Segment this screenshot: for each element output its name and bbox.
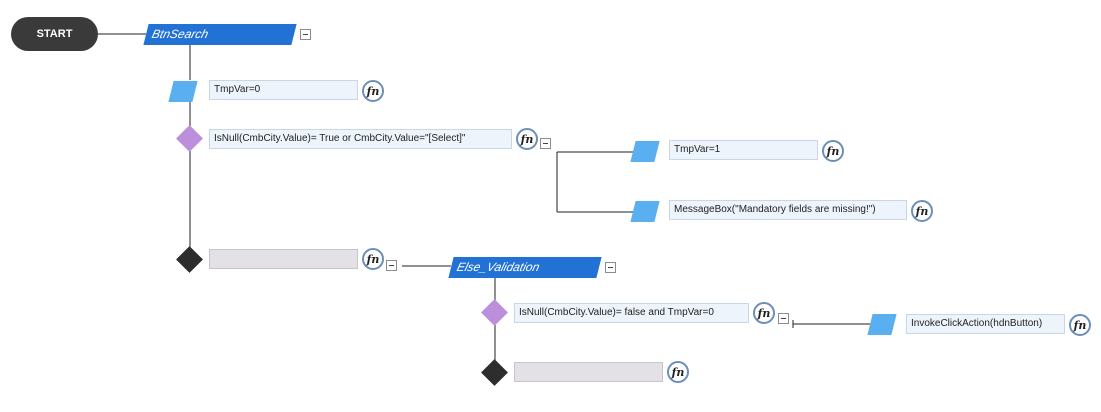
collapse-button[interactable]: [540, 138, 551, 149]
collapse-button[interactable]: [386, 260, 397, 271]
block-title: BtnSearch: [150, 27, 210, 41]
fn-icon[interactable]: fn: [911, 200, 933, 222]
condition-field[interactable]: IsNull(CmbCity.Value)= false and TmpVar=…: [514, 303, 749, 323]
else-field[interactable]: [209, 249, 358, 269]
step-field[interactable]: TmpVar=1: [669, 140, 818, 160]
fn-icon[interactable]: fn: [1069, 314, 1091, 336]
block-header-else-validation[interactable]: Else_Validation: [448, 257, 602, 278]
fn-icon[interactable]: fn: [362, 80, 384, 102]
collapse-button[interactable]: [778, 313, 789, 324]
step-field[interactable]: InvokeClickAction(hdnButton): [906, 314, 1065, 334]
start-node[interactable]: START: [11, 17, 98, 51]
condition-field[interactable]: IsNull(CmbCity.Value)= True or CmbCity.V…: [209, 129, 512, 149]
else-field[interactable]: [514, 362, 663, 382]
collapse-button[interactable]: [605, 262, 616, 273]
fn-icon[interactable]: fn: [667, 361, 689, 383]
fn-icon[interactable]: fn: [362, 248, 384, 270]
fn-icon[interactable]: fn: [753, 302, 775, 324]
collapse-button[interactable]: [300, 29, 311, 40]
fn-icon[interactable]: fn: [516, 128, 538, 150]
fn-icon[interactable]: fn: [822, 140, 844, 162]
block-header-btnsearch[interactable]: BtnSearch: [143, 24, 297, 45]
step-field[interactable]: MessageBox("Mandatory fields are missing…: [669, 200, 907, 220]
step-field[interactable]: TmpVar=0: [209, 80, 358, 100]
block-title: Else_Validation: [455, 260, 542, 274]
